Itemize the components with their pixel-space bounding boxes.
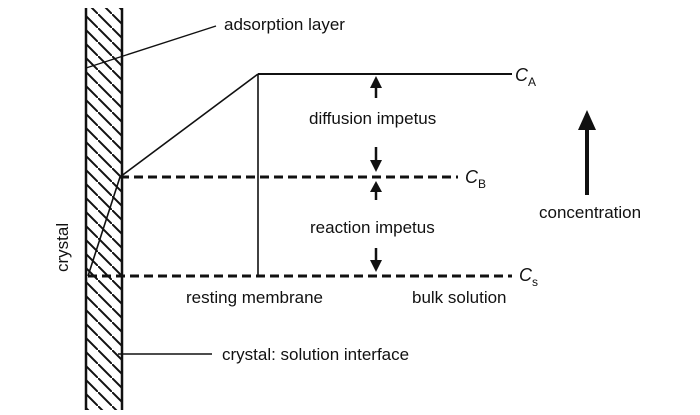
concentration-profile <box>87 73 512 278</box>
cs-symbol: Cs <box>519 265 538 289</box>
concentration-arrow <box>578 110 596 195</box>
diffusion-impetus-label: diffusion impetus <box>309 109 436 128</box>
reaction-impetus-label: reaction impetus <box>310 218 435 237</box>
diffusion-up-arrow <box>370 76 382 98</box>
reaction-up-arrow <box>370 181 382 200</box>
cb-symbol: CB <box>465 167 486 191</box>
crystal-label: crystal <box>53 223 72 272</box>
diffusion-down-arrow <box>370 147 382 172</box>
bulk-solution-label: bulk solution <box>412 288 507 307</box>
interface-label: crystal: solution interface <box>222 345 409 364</box>
leader-lines <box>85 25 217 355</box>
adsorption-layer-label: adsorption layer <box>224 15 345 34</box>
adsorption-leader <box>85 25 217 69</box>
ca-symbol: CA <box>515 65 536 89</box>
diffusion-slope-line <box>119 73 259 178</box>
concentration-label: concentration <box>539 203 641 222</box>
resting-membrane-label: resting membrane <box>186 288 323 307</box>
reaction-down-arrow <box>370 248 382 272</box>
impetus-arrows <box>370 76 596 272</box>
crystal-wall <box>84 8 124 410</box>
reaction-slope-line <box>87 176 121 277</box>
